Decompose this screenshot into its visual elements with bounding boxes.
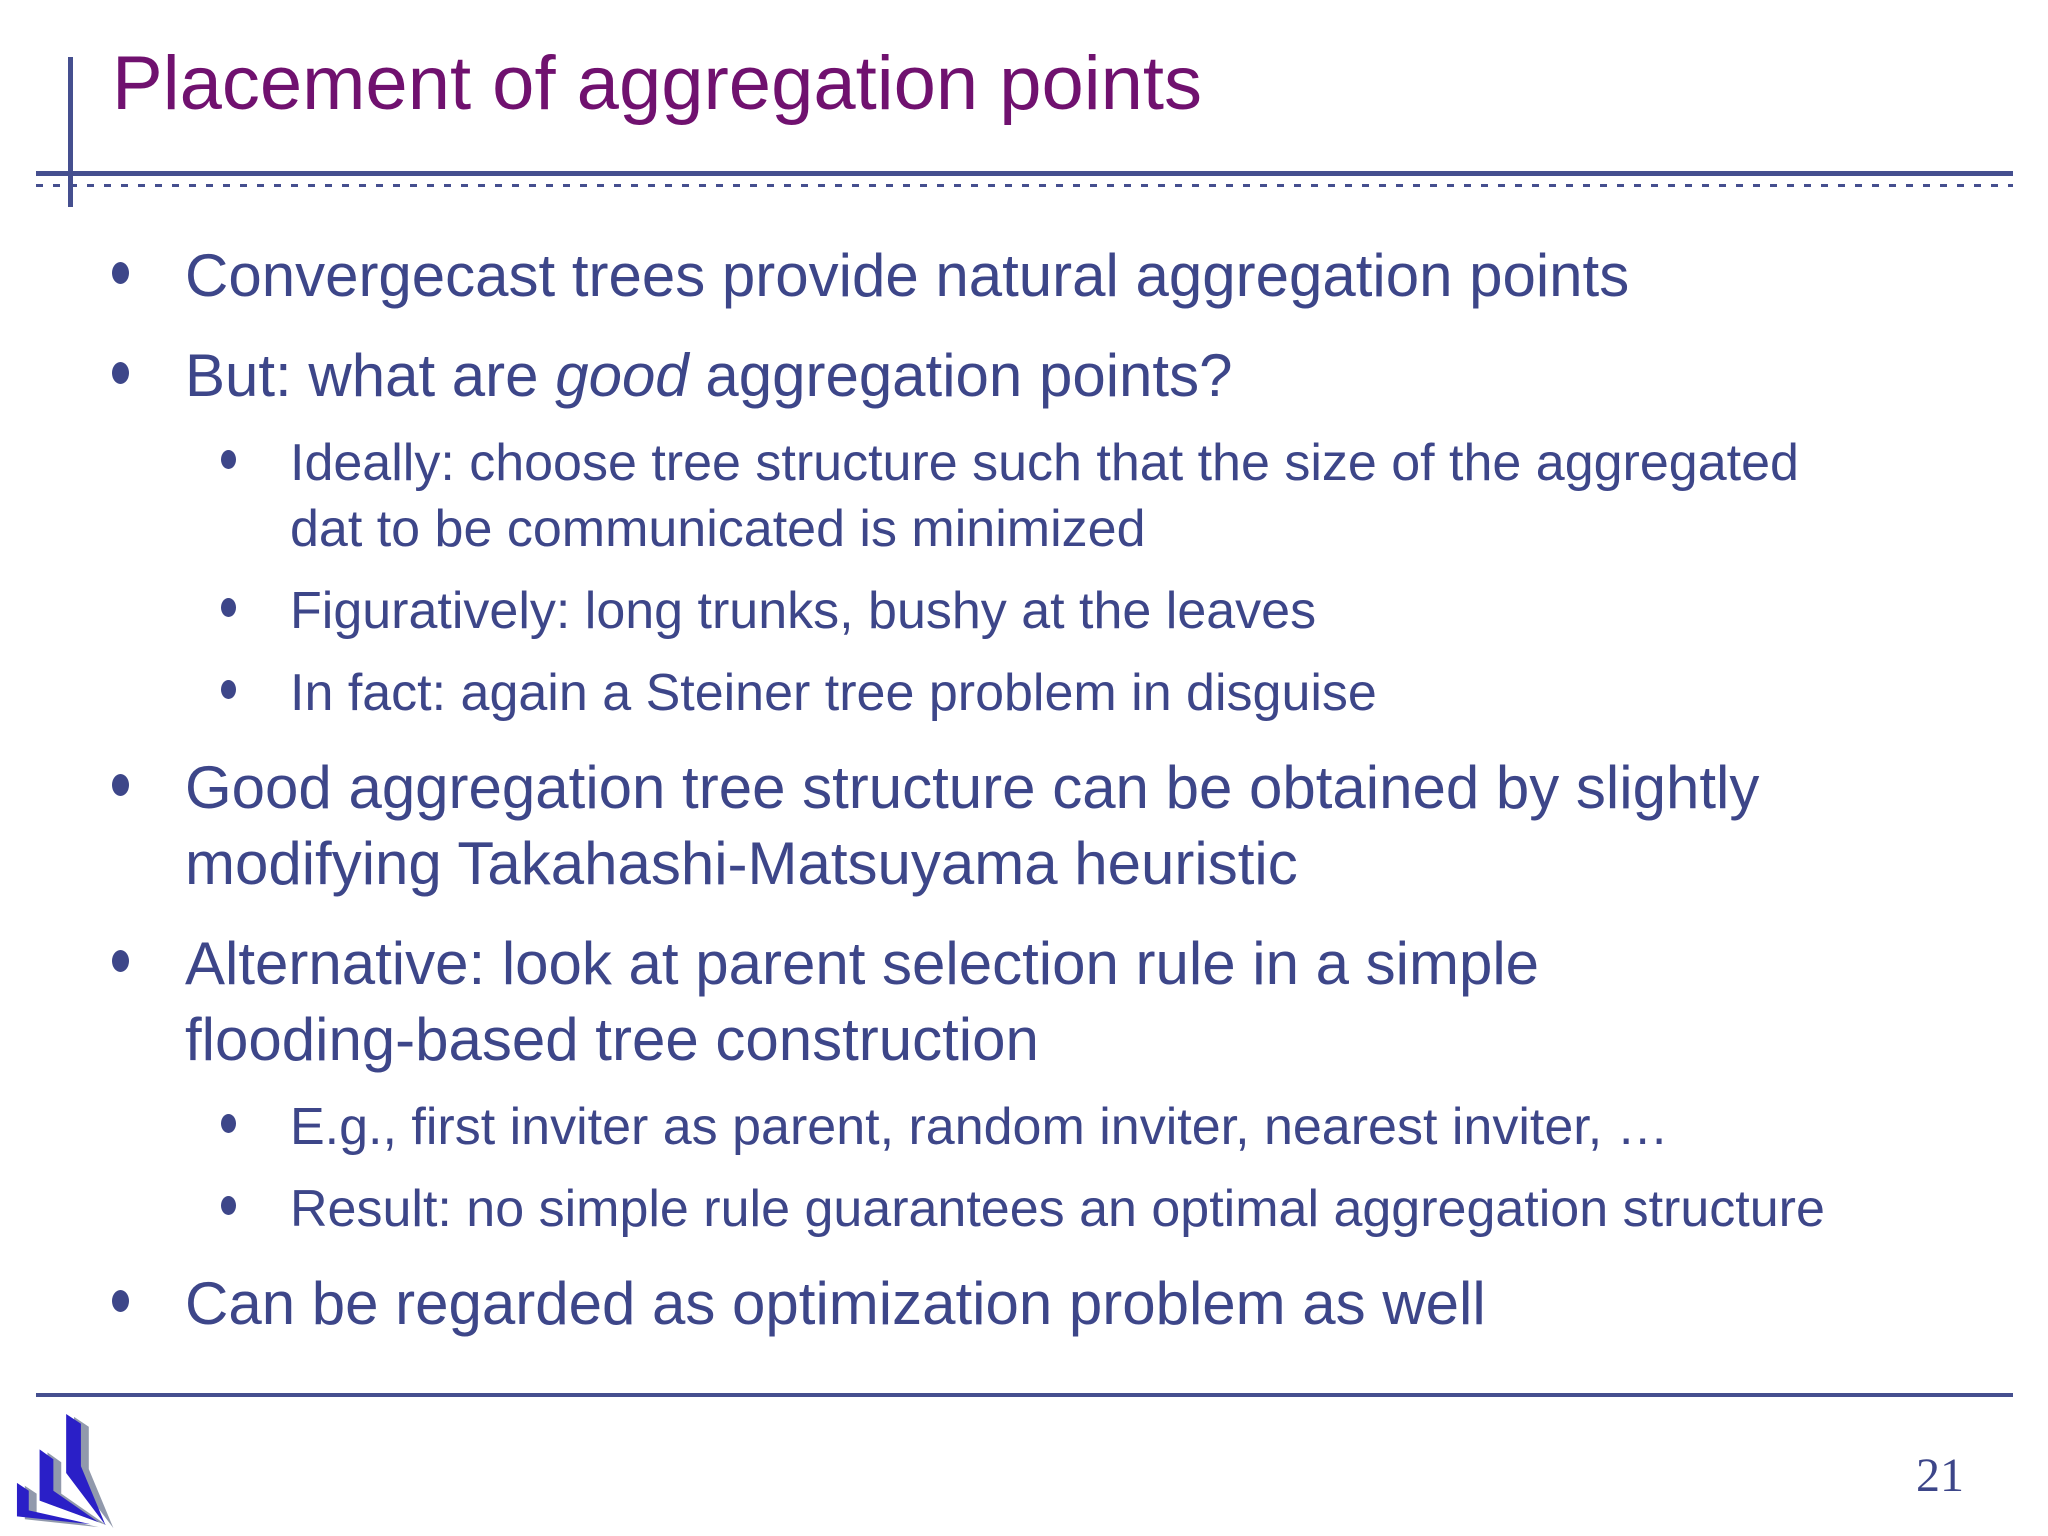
bullet-icon (112, 950, 129, 972)
bullet-line: Ideally: choose tree structure such that… (290, 434, 1799, 492)
bullet-text: Figuratively: long trunks, bushy at the … (290, 578, 2048, 644)
bullet-text: Can be regarded as optimization problem … (185, 1266, 2048, 1342)
title-accent-tick (68, 57, 73, 207)
bullet-item: Alternative: look at parent selection ru… (0, 926, 2048, 1078)
bullet-text: Result: no simple rule guarantees an opt… (290, 1176, 2048, 1242)
bullet-icon (221, 1196, 236, 1215)
footer-rule (36, 1393, 2013, 1397)
bullet-text: But: what are good aggregation points? (185, 338, 2048, 414)
bullet-line: dat to be communicated is minimized (290, 500, 1146, 558)
bullet-item: E.g., first inviter as parent, random in… (0, 1094, 2048, 1160)
bullet-item: Good aggregation tree structure can be o… (0, 750, 2048, 902)
bullet-line: Convergecast trees provide natural aggre… (185, 242, 1630, 309)
bullet-text: Good aggregation tree structure can be o… (185, 750, 2048, 902)
bullet-line: modifying Takahashi-Matsuyama heuristic (185, 830, 1298, 897)
bullet-icon (112, 774, 129, 796)
bullet-item: In fact: again a Steiner tree problem in… (0, 660, 2048, 726)
bullet-item: Ideally: choose tree structure such that… (0, 430, 2048, 562)
bullet-item: Result: no simple rule guarantees an opt… (0, 1176, 2048, 1242)
bullet-icon (221, 680, 236, 699)
bullet-line: flooding-based tree construction (185, 1006, 1039, 1073)
bullet-text: Alternative: look at parent selection ru… (185, 926, 2048, 1078)
bullet-icon (112, 262, 129, 284)
bullet-icon (221, 1114, 236, 1133)
bullet-icon (112, 362, 129, 384)
bullet-icon (221, 598, 236, 617)
bullet-line: Figuratively: long trunks, bushy at the … (290, 582, 1317, 640)
bullet-line: But: what are good aggregation points? (185, 342, 1233, 409)
bullet-text: Convergecast trees provide natural aggre… (185, 238, 2048, 314)
header-rule (36, 171, 2013, 176)
bullet-line: Alternative: look at parent selection ru… (185, 930, 1540, 997)
bullet-item: But: what are good aggregation points? (0, 338, 2048, 414)
bullet-list: Convergecast trees provide natural aggre… (0, 238, 2048, 1342)
bullet-line: Can be regarded as optimization problem … (185, 1270, 1486, 1337)
university-logo-icon (16, 1413, 114, 1529)
header-rule-dotted (36, 184, 2013, 187)
bullet-line: In fact: again a Steiner tree problem in… (290, 664, 1377, 722)
bullet-line: Result: no simple rule guarantees an opt… (290, 1180, 1825, 1238)
bullet-text: Ideally: choose tree structure such that… (290, 430, 2048, 562)
bullet-item: Figuratively: long trunks, bushy at the … (0, 578, 2048, 644)
bullet-icon (112, 1290, 129, 1312)
bullet-icon (221, 450, 236, 469)
bullet-item: Convergecast trees provide natural aggre… (0, 238, 2048, 314)
bullet-line: E.g., first inviter as parent, random in… (290, 1098, 1669, 1156)
bullet-text: In fact: again a Steiner tree problem in… (290, 660, 2048, 726)
bullet-line: Good aggregation tree structure can be o… (185, 754, 1760, 821)
bullet-item: Can be regarded as optimization problem … (0, 1266, 2048, 1342)
page-title: Placement of aggregation points (112, 41, 1203, 126)
bullet-text: E.g., first inviter as parent, random in… (290, 1094, 2048, 1160)
page-number: 21 (1916, 1449, 1964, 1502)
